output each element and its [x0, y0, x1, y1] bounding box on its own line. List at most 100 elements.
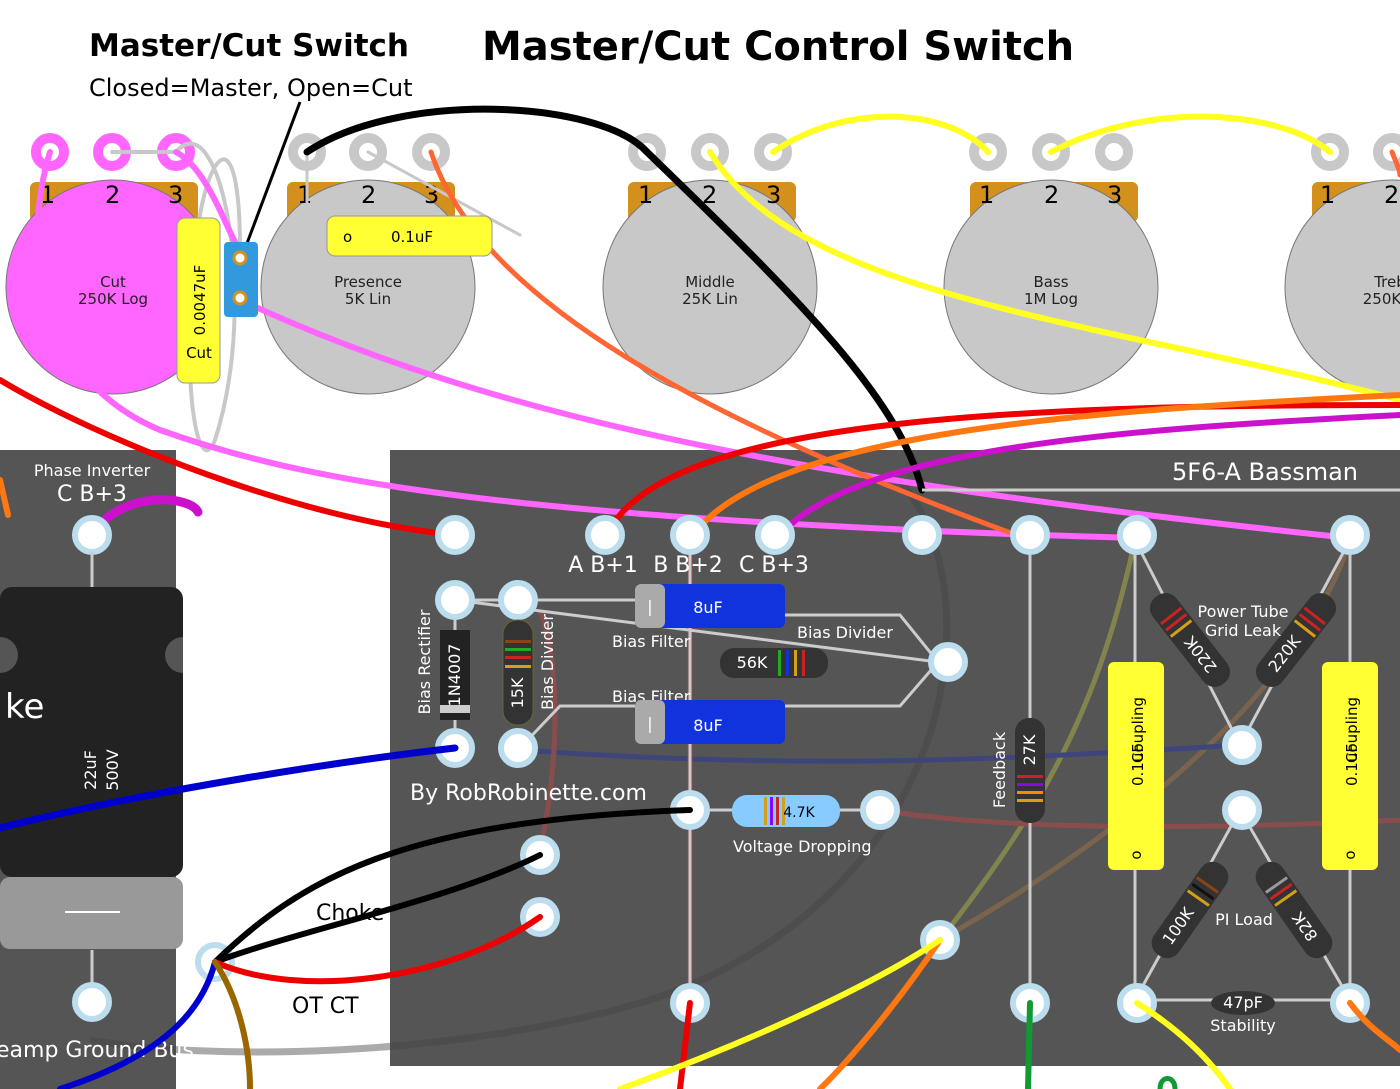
coupling-1-value: 0.1uF: [1129, 744, 1147, 786]
choke-wire-label: Choke: [316, 901, 384, 926]
grid-leak-label: Power Tube: [1198, 602, 1289, 621]
resistor-27k-value: 27K: [1020, 734, 1039, 765]
coupling-2-value: 0.1uF: [1343, 744, 1361, 786]
eyelet: [1330, 515, 1370, 555]
bass-lug-3: [1095, 133, 1133, 171]
eyelet: [1222, 790, 1262, 830]
middle-pot-name: Middle: [685, 273, 735, 291]
bass-pot-name: Bass: [1033, 273, 1068, 291]
cut-capacitor: 0.0047uF Cut: [176, 217, 221, 384]
ground-bus-label: eamp Ground Bus: [0, 1038, 194, 1063]
bass-pot-value: 1M Log: [1024, 290, 1078, 308]
presence-capacitor: o 0.1uF: [326, 215, 493, 257]
bass-pot: [943, 179, 1159, 395]
ot-ct-wire-label: OT CT: [292, 994, 359, 1019]
voltage-dropping-resistor: 4.7K: [732, 795, 840, 827]
feedback-label: Feedback: [990, 731, 1009, 808]
coupling-cap-1: Coupling 0.1uF o: [1108, 662, 1164, 870]
pi-load-resistor-2: 82K: [1255, 861, 1333, 959]
resistor-15k-label: Bias Divider: [538, 614, 557, 710]
grid-leak-label-line2: Grid Leak: [1205, 621, 1282, 640]
filter-can-cap: ke 22uF 500V: [0, 587, 183, 949]
coupling-cap-2: Coupling 0.1uF o: [1322, 662, 1378, 870]
resistor-4k7-value: 4.7K: [783, 805, 815, 821]
left-eyelet-bottom: [72, 982, 112, 1022]
presence-pot-value: 5K Lin: [345, 290, 391, 308]
treble-pot-name: Treb: [1373, 273, 1400, 291]
filter-cap-voltage: 500V: [103, 749, 122, 791]
coupling-2-mark: o: [1341, 850, 1359, 859]
bias-divider-56k-resistor: 56K: [720, 648, 828, 678]
presence-term-1: 1: [297, 181, 312, 209]
svg-text:|: |: [647, 714, 652, 733]
eyelet: [1222, 725, 1262, 765]
board-name: 5F6-A Bassman: [1172, 458, 1358, 486]
diode-value: 1N4007: [445, 644, 464, 707]
eyelet: [498, 728, 538, 768]
eyelet-cb3: [755, 515, 795, 555]
eyelet: [435, 515, 475, 555]
bias-filter-cap-1: | 8uF: [635, 584, 785, 628]
bass-term-1: 1: [979, 181, 994, 209]
resistor-56k-label: Bias Divider: [797, 623, 893, 642]
jack-bb2: B B+2: [653, 553, 723, 578]
cut-term-3: 3: [168, 181, 183, 209]
bass-term-3: 3: [1107, 181, 1122, 209]
middle-pot-value: 25K Lin: [682, 290, 738, 308]
left-eyelet-top: [72, 515, 112, 555]
coupling-1-label: Coupling: [1129, 697, 1147, 763]
resistor-56k-value: 56K: [737, 653, 768, 672]
eyelet: [928, 642, 968, 682]
presence-term-2: 2: [361, 181, 376, 209]
eyelet-bb2: [670, 515, 710, 555]
eyelet: [1117, 515, 1157, 555]
presence-cap-value: 0.1uF: [391, 228, 433, 246]
cut-cap-label: Cut: [186, 344, 212, 362]
voltage-dropping-label: Voltage Dropping: [733, 837, 872, 856]
svg-text:|: |: [647, 597, 652, 616]
pi-load-label: PI Load: [1215, 910, 1273, 929]
coupling-2-label: Coupling: [1343, 697, 1361, 763]
bass-term-2: 2: [1044, 181, 1059, 209]
cut-pot-value: 250K Log: [78, 290, 148, 308]
presence-cap-mark: o: [343, 228, 352, 246]
middle-term-3: 3: [766, 181, 781, 209]
treble-term-2: 2: [1384, 181, 1399, 209]
credit-label: By RobRobinette.com: [410, 781, 647, 806]
cut-pot-name: Cut: [100, 273, 126, 291]
jack-cb3: C B+3: [739, 553, 809, 578]
filter-cap-value: 22uF: [81, 750, 100, 790]
bias-filter-cap-2: | 8uF: [635, 700, 785, 744]
stability-value: 47pF: [1223, 993, 1263, 1012]
phase-inverter-label: Phase Inverter: [34, 461, 151, 480]
resistor-15k-value: 15K: [508, 677, 527, 708]
bias-filter-1-label: Bias Filter: [612, 632, 691, 651]
switch-callout-title: Master/Cut Switch: [89, 28, 409, 64]
page-title: Master/Cut Control Switch: [482, 24, 1074, 70]
master-cut-switch[interactable]: [224, 242, 258, 317]
bias-filter-1-value: 8uF: [693, 598, 723, 617]
cut-term-2: 2: [105, 181, 120, 209]
bias-rectifier-diode: 1N4007 Bias Rectifier: [415, 609, 470, 720]
middle-pot: [602, 179, 818, 395]
presence-pot-name: Presence: [334, 273, 402, 291]
eyelet-ab1: [585, 515, 625, 555]
eyelet: [498, 580, 538, 620]
diode-label: Bias Rectifier: [415, 609, 434, 714]
feedback-resistor: 27K Feedback: [990, 718, 1045, 823]
stability-cap: 47pF: [1211, 991, 1275, 1015]
eyelet: [1010, 515, 1050, 555]
coupling-1-mark: o: [1127, 850, 1145, 859]
bias-divider-15k-resistor: 15K Bias Divider: [502, 614, 557, 726]
grid-leak-label-line: Power Tube: [1198, 602, 1289, 621]
stability-label: Stability: [1210, 1016, 1275, 1035]
eyelet: [860, 790, 900, 830]
eyelet: [902, 515, 942, 555]
treble-pot-value: 250K: [1363, 290, 1400, 308]
eyelet: [435, 580, 475, 620]
treble-term-1: 1: [1320, 181, 1335, 209]
middle-term-2: 2: [702, 181, 717, 209]
middle-term-1: 1: [638, 181, 653, 209]
bias-filter-2-value: 8uF: [693, 716, 723, 735]
